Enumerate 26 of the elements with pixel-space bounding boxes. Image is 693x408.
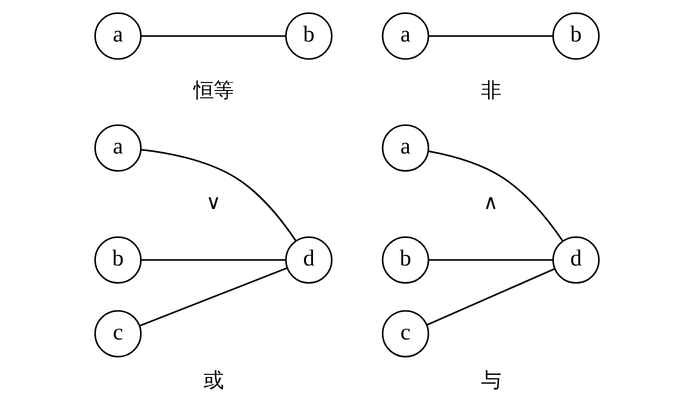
node-circle: b [284, 12, 332, 60]
connector [138, 267, 287, 326]
label: ∧ [482, 190, 498, 214]
label: ∨ [205, 190, 220, 214]
node-circle: a [94, 12, 142, 60]
node-circle: a [381, 12, 429, 60]
node-circle: a [381, 124, 429, 172]
connector [140, 148, 296, 242]
label: 恒等 [192, 78, 233, 102]
connector [428, 35, 552, 37]
node-circle: d [284, 236, 332, 284]
node-circle: b [381, 236, 429, 284]
node-circle: d [552, 236, 600, 284]
node-circle: c [94, 310, 142, 358]
node-circle: a [94, 124, 142, 172]
connector [428, 150, 564, 242]
node-circle: b [552, 12, 600, 60]
label: 与 [480, 368, 500, 392]
connector [140, 35, 286, 37]
node-circle: c [381, 310, 429, 358]
connector [426, 268, 555, 326]
connector [428, 259, 552, 261]
label: 非 [480, 78, 500, 102]
connector [140, 259, 286, 261]
label: 或 [202, 368, 223, 392]
node-circle: b [94, 236, 142, 284]
